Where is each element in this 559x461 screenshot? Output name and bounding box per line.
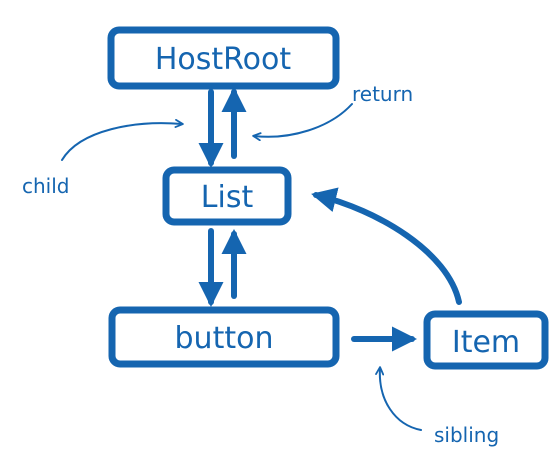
hostroot-node-label: HostRoot bbox=[155, 42, 292, 77]
button-node-label: button bbox=[175, 321, 274, 356]
hostroot-node-box bbox=[107, 26, 340, 90]
sibling-annotation-pointer bbox=[375, 366, 422, 431]
item-node-label: Item bbox=[452, 325, 520, 360]
item-node-box bbox=[423, 310, 549, 370]
list-node-label: List bbox=[201, 180, 254, 215]
sibling-label: sibling bbox=[434, 423, 499, 447]
child-annotation-pointer bbox=[61, 118, 184, 161]
child-label: child bbox=[22, 174, 69, 198]
button-node-box bbox=[108, 306, 340, 368]
return-label: return bbox=[352, 82, 413, 106]
item-to-list-return-arrow bbox=[311, 187, 462, 305]
list-node-box bbox=[162, 166, 292, 226]
return-annotation-pointer bbox=[252, 103, 353, 142]
